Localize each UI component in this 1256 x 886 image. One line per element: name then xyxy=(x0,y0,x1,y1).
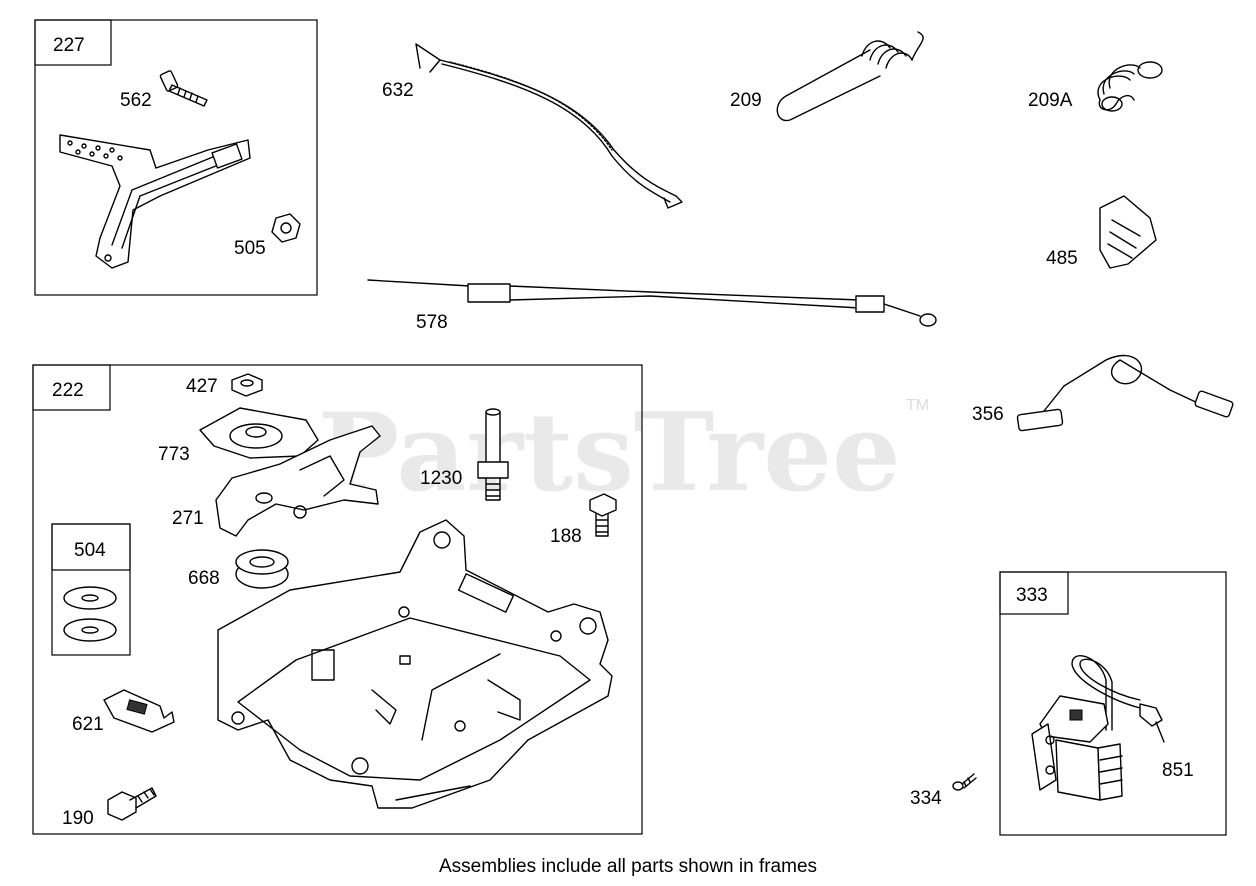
frame-222-title: 222 xyxy=(52,380,84,401)
part-562-bolt[interactable] xyxy=(159,70,208,107)
label-271: 271 xyxy=(172,508,204,529)
part-505-nut[interactable] xyxy=(271,213,301,243)
label-190: 190 xyxy=(62,808,94,829)
label-578: 578 xyxy=(416,312,448,333)
label-632: 632 xyxy=(382,80,414,101)
frame-227: 227 562 505 xyxy=(34,19,318,296)
part-773-plate[interactable] xyxy=(199,407,319,459)
part-356-wire[interactable] xyxy=(1016,354,1234,432)
part-851-connector[interactable] xyxy=(1139,703,1165,743)
label-562: 562 xyxy=(120,90,152,111)
part-334-screw[interactable] xyxy=(952,773,977,791)
part-427-nut[interactable] xyxy=(231,373,263,397)
part-227-lever[interactable] xyxy=(59,134,251,269)
part-209a-spring[interactable] xyxy=(1097,61,1163,112)
frame-333: 333 851 xyxy=(999,571,1227,836)
frame-333-title: 333 xyxy=(1016,585,1048,606)
part-485-bumper[interactable] xyxy=(1099,195,1157,269)
watermark-tm: TM xyxy=(906,397,929,414)
label-621: 621 xyxy=(72,714,104,735)
label-1230: 1230 xyxy=(420,468,462,489)
part-222-base-plate[interactable] xyxy=(217,519,613,809)
frame-227-title: 227 xyxy=(53,35,85,56)
label-334: 334 xyxy=(910,788,942,809)
label-356: 356 xyxy=(972,404,1004,425)
part-188-bolt[interactable] xyxy=(589,493,617,537)
label-851: 851 xyxy=(1162,760,1194,781)
caption: Assemblies include all parts shown in fr… xyxy=(438,856,818,877)
label-188: 188 xyxy=(550,526,582,547)
part-578-cable[interactable] xyxy=(367,279,937,327)
watermark: PartsTree TM xyxy=(318,390,929,516)
label-209: 209 xyxy=(730,90,762,111)
label-668: 668 xyxy=(188,568,220,589)
part-621-clip[interactable] xyxy=(103,689,175,733)
part-1230-stud[interactable] xyxy=(477,408,509,501)
part-668-seal[interactable] xyxy=(235,549,289,589)
label-427: 427 xyxy=(186,376,218,397)
label-505: 505 xyxy=(234,238,266,259)
part-504-washers[interactable] xyxy=(63,586,117,642)
part-209-spring[interactable] xyxy=(776,31,924,122)
label-209a: 209A xyxy=(1028,90,1073,111)
watermark-text: PartsTree xyxy=(318,390,901,516)
part-333-armature[interactable] xyxy=(1031,655,1141,801)
frame-222: 222 xyxy=(32,364,643,835)
label-773: 773 xyxy=(158,444,190,465)
frame-504: 504 xyxy=(51,523,131,656)
label-485: 485 xyxy=(1046,248,1078,269)
part-632-spring-link[interactable] xyxy=(415,43,683,209)
part-190-bolt[interactable] xyxy=(107,787,157,821)
frame-504-title: 504 xyxy=(74,540,106,561)
part-271-bracket[interactable] xyxy=(215,425,381,537)
